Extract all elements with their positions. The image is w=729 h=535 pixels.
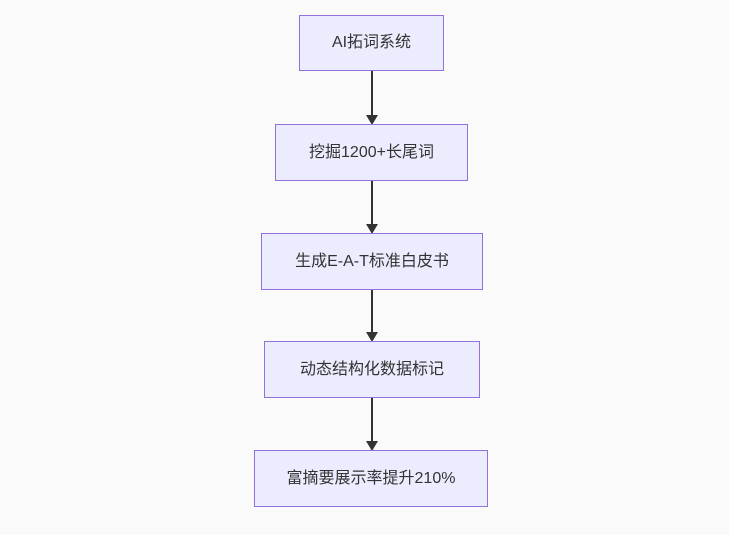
node-label-structured-data-markup: 动态结构化数据标记	[299, 360, 444, 378]
arrow-head-icon	[365, 441, 378, 451]
arrow-line	[370, 398, 373, 442]
flow-node-ai-keyword-system: AI拓词系统	[299, 15, 444, 71]
flow-node-rich-snippet-uplift: 富摘要展示率提升210%	[254, 450, 488, 507]
flow-arrow-3	[364, 290, 379, 342]
node-label-eat-whitepaper: 生成E-A-T标准白皮书	[295, 252, 449, 270]
flow-arrow-4	[364, 398, 379, 451]
arrow-head-icon	[365, 332, 378, 342]
node-label-ai-keyword-system: AI拓词系统	[331, 34, 412, 52]
node-label-longtail-mining: 挖掘1200+长尾词	[309, 143, 434, 161]
flow-node-structured-data-markup: 动态结构化数据标记	[264, 341, 480, 398]
flow-node-longtail-mining: 挖掘1200+长尾词	[275, 124, 468, 181]
arrow-line	[370, 181, 373, 225]
arrow-line	[370, 71, 373, 116]
flow-arrow-1	[364, 71, 379, 125]
flow-node-eat-whitepaper: 生成E-A-T标准白皮书	[261, 233, 483, 290]
node-label-rich-snippet-uplift: 富摘要展示率提升210%	[286, 469, 456, 487]
flow-arrow-2	[364, 181, 379, 234]
arrow-head-icon	[365, 115, 378, 125]
arrow-head-icon	[365, 224, 378, 234]
arrow-line	[370, 290, 373, 333]
